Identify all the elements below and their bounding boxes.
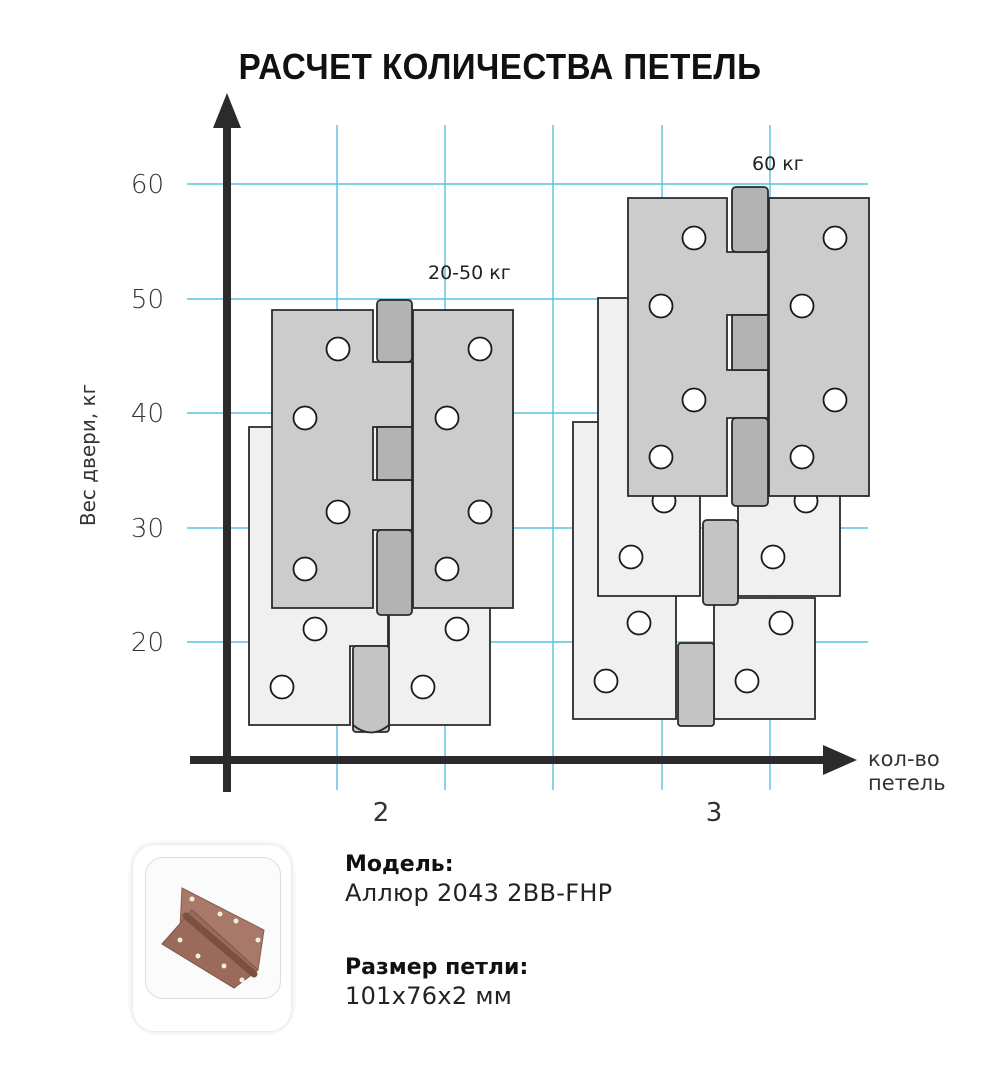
y-tick-30: 30 (130, 514, 164, 544)
y-axis (213, 93, 241, 792)
annotation-20-50kg: 20-50 кг (428, 262, 511, 284)
model-info: Модель: Аллюр 2043 2BB-FHP (345, 852, 612, 907)
size-value: 101x76x2 мм (345, 982, 513, 1010)
y-tick-40: 40 (130, 399, 164, 429)
hinge-photo-icon (161, 887, 265, 989)
x-axis-label-line2: петель (868, 771, 946, 795)
product-thumbnail (133, 845, 291, 1031)
door-hinge-image (145, 857, 281, 999)
hinge-group-2 (248, 299, 514, 734)
page-title: РАСЧЕТ КОЛИЧЕСТВА ПЕТЕЛЬ (238, 46, 762, 87)
x-axis-label-line1: кол-во (868, 747, 940, 771)
x-axis (190, 745, 857, 775)
hinge-front-upper (271, 299, 514, 616)
y-axis-label: Вес двери, кг (76, 383, 100, 527)
y-tick-20: 20 (130, 628, 164, 658)
hinge-group-3 (572, 186, 870, 727)
hinge-front-top (627, 186, 870, 507)
x-tick-3: 3 (705, 798, 723, 828)
x-tick-2: 2 (372, 798, 390, 828)
y-tick-50: 50 (130, 285, 164, 315)
model-label: Модель: (345, 852, 454, 877)
x-axis-label: кол-во петель (868, 747, 946, 795)
size-label: Размер петли: (345, 955, 529, 980)
model-value: Аллюр 2043 2BB-FHP (345, 879, 613, 907)
y-tick-60: 60 (130, 170, 164, 200)
annotation-60kg: 60 кг (752, 153, 804, 175)
size-info: Размер петли: 101x76x2 мм (345, 955, 528, 1010)
